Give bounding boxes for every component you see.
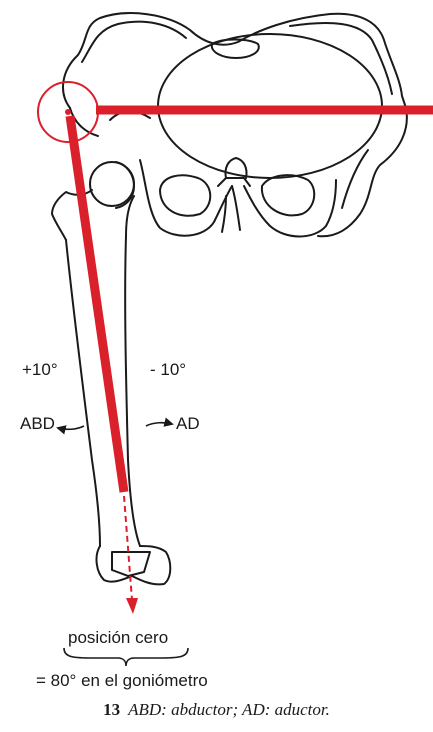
abd-label: ABD (20, 414, 55, 434)
femoral-axis-arm (70, 116, 124, 492)
minus-ten-label: - 10° (150, 360, 186, 380)
abd-arrow (58, 426, 84, 429)
goniometer-arms (38, 82, 433, 614)
femur-shaft-medial (125, 236, 140, 546)
pelvis-outline-inner (82, 22, 186, 62)
figure-number: 13 (103, 700, 120, 719)
figure-caption: 13 ABD: abductor; AD: aductor. (0, 700, 433, 720)
caption-text: ABD: abductor; AD: aductor. (128, 700, 330, 719)
zero-position-arrowhead (126, 598, 138, 614)
obturator-foramen-right (262, 175, 314, 215)
obturator-foramen-left (160, 175, 210, 215)
pivot-dot (65, 109, 71, 115)
goniometer-reading: = 80° en el goniómetro (36, 671, 208, 691)
pelvis (63, 13, 407, 236)
ad-arrow (146, 423, 172, 426)
plus-ten-label: +10° (22, 360, 58, 380)
zero-position-brace (64, 648, 188, 666)
ad-label: AD (176, 414, 200, 434)
zero-position-line (124, 496, 132, 600)
zero-position-label: posición cero (68, 628, 168, 648)
